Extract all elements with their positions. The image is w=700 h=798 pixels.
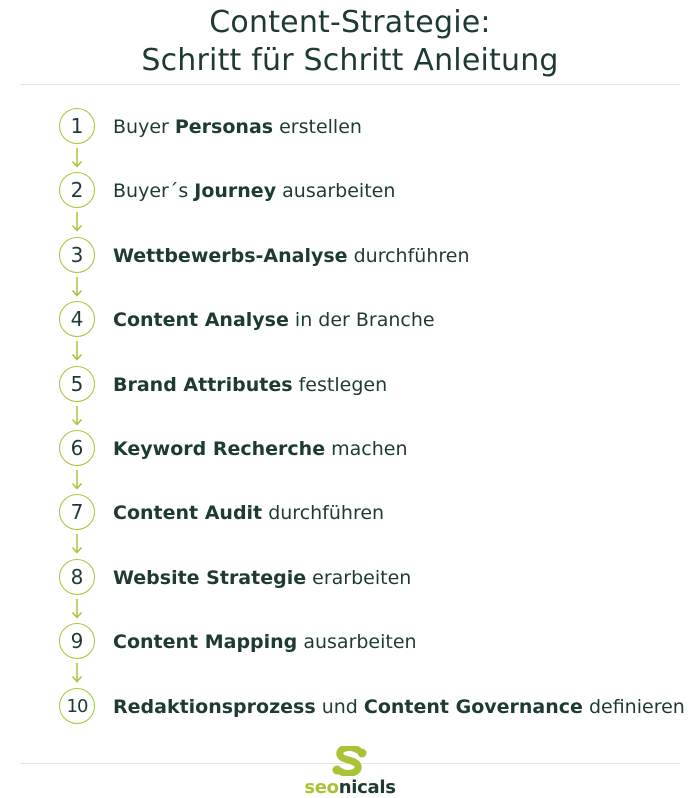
step-label-text: Buyer´s <box>113 180 195 202</box>
arrow-down-icon <box>70 662 84 684</box>
step-label: Wettbewerbs-Analyse durchführen <box>113 244 470 268</box>
step-label: Content Mapping ausarbeiten <box>113 630 417 654</box>
arrow-down-icon <box>70 598 84 620</box>
logo-text-seo: seo <box>304 777 339 798</box>
step-number-circle: 10 <box>59 688 95 724</box>
step-label-text: erarbeiten <box>306 567 412 589</box>
step-label-bold: Wettbewerbs-Analyse <box>113 245 348 267</box>
step-label-bold: Brand Attributes <box>113 374 293 396</box>
step-item: 4 Content Analyse in der Branche <box>0 301 700 341</box>
step-number-circle: 3 <box>59 237 95 273</box>
step-number-circle: 4 <box>59 301 95 337</box>
step-label-bold: Content Audit <box>113 502 263 524</box>
step-label-text: in der Branche <box>288 309 435 331</box>
step-label-bold: Keyword Recherche <box>113 438 326 460</box>
arrow-down-icon <box>70 276 84 298</box>
page-title: Content-Strategie: Schritt für Schritt A… <box>0 4 700 80</box>
step-label: Website Strategie erarbeiten <box>113 566 411 590</box>
step-item: 9 Content Mapping ausarbeiten <box>0 623 700 663</box>
step-label-text: durchführen <box>262 502 385 524</box>
step-item: 1 Buyer Personas erstellen <box>0 108 700 148</box>
step-label-text: machen <box>325 438 408 460</box>
arrow-down-icon <box>70 340 84 362</box>
step-label-bold: Personas <box>174 116 274 138</box>
step-label-text: ausarbeiten <box>276 180 396 202</box>
arrow-down-icon <box>70 469 84 491</box>
seonicals-s-logo-icon <box>332 746 367 776</box>
step-label-text: und <box>315 696 364 718</box>
step-label-bold: Content Analyse <box>113 309 289 331</box>
step-number-circle: 5 <box>59 366 95 402</box>
top-divider <box>20 84 680 85</box>
step-item: 8 Website Strategie erarbeiten <box>0 559 700 599</box>
step-item: 10 Redaktionsprozess und Content Governan… <box>0 688 700 728</box>
step-number-circle: 1 <box>59 108 95 144</box>
step-label-text: definieren <box>582 696 685 718</box>
logo-wordmark: seonicals <box>0 778 700 798</box>
step-label: Content Analyse in der Branche <box>113 308 435 332</box>
step-label: Redaktionsprozess und Content Governance… <box>113 695 685 719</box>
arrow-down-icon <box>70 147 84 169</box>
step-label: Content Audit durchführen <box>113 501 384 525</box>
step-number-circle: 7 <box>59 494 95 530</box>
step-number-circle: 6 <box>59 430 95 466</box>
step-item: 2 Buyer´s Journey ausarbeiten <box>0 172 700 212</box>
step-item: 5 Brand Attributes festlegen <box>0 366 700 406</box>
title-line-2: Schritt für Schritt Anleitung <box>141 43 559 78</box>
step-label: Buyer Personas erstellen <box>113 115 362 139</box>
step-label-text: Buyer <box>113 116 175 138</box>
step-label-bold: Journey <box>194 180 277 202</box>
step-number-circle: 8 <box>59 559 95 595</box>
arrow-down-icon <box>70 211 84 233</box>
step-label-text: erstellen <box>273 116 362 138</box>
step-label-text: ausarbeiten <box>297 631 417 653</box>
step-label: Keyword Recherche machen <box>113 437 408 461</box>
step-item: 3 Wettbewerbs-Analyse durchführen <box>0 237 700 277</box>
step-label-bold: Redaktionsprozess <box>113 696 316 718</box>
step-label-bold: Website Strategie <box>113 567 307 589</box>
step-number-circle: 2 <box>59 172 95 208</box>
title-line-1: Content-Strategie: <box>209 5 491 40</box>
step-label: Buyer´s Journey ausarbeiten <box>113 179 395 203</box>
arrow-down-icon <box>70 533 84 555</box>
arrow-down-icon <box>70 405 84 427</box>
step-item: 7 Content Audit durchführen <box>0 494 700 534</box>
step-item: 6 Keyword Recherche machen <box>0 430 700 470</box>
seonicals-logo: seonicals <box>0 746 700 798</box>
step-number-circle: 9 <box>59 623 95 659</box>
logo-text-nicals: nicals <box>338 777 396 798</box>
step-label-bold: Content Mapping <box>113 631 298 653</box>
step-label-text: festlegen <box>292 374 388 396</box>
step-label-bold: Content Governance <box>363 696 583 718</box>
step-label: Brand Attributes festlegen <box>113 373 387 397</box>
step-label-text: durchführen <box>347 245 470 267</box>
